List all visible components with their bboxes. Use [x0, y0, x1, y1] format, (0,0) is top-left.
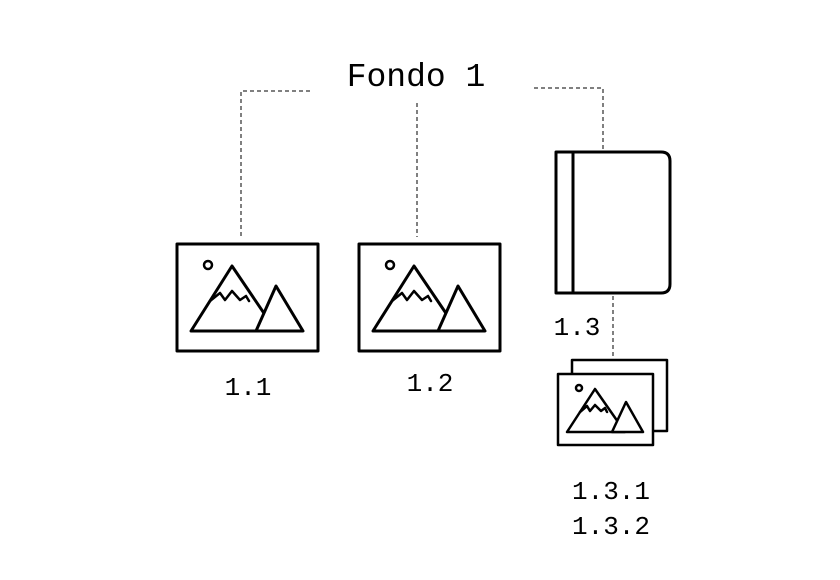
- connector-root-to-1-3: [534, 87, 604, 152]
- node-label-1-3-1: 1.3.1: [572, 477, 650, 507]
- node-1-1: 1.1: [175, 242, 320, 403]
- node-1-2: 1.2: [357, 242, 502, 399]
- image-icon: [175, 242, 320, 353]
- node-label: 1.1: [225, 373, 272, 403]
- book-icon: [554, 150, 672, 295]
- connector-root-to-1-1: [240, 90, 310, 236]
- node-1-3: 1.3: [554, 150, 672, 343]
- node-label: 1.3: [554, 313, 601, 343]
- node-1-3-x: 1.3.1 1.3.2: [556, 358, 669, 542]
- root-title: Fondo 1: [347, 59, 486, 96]
- node-label: 1.2: [407, 369, 454, 399]
- node-label-1-3-2: 1.3.2: [572, 512, 650, 542]
- image-stack-icon: [556, 358, 669, 447]
- image-icon: [357, 242, 502, 353]
